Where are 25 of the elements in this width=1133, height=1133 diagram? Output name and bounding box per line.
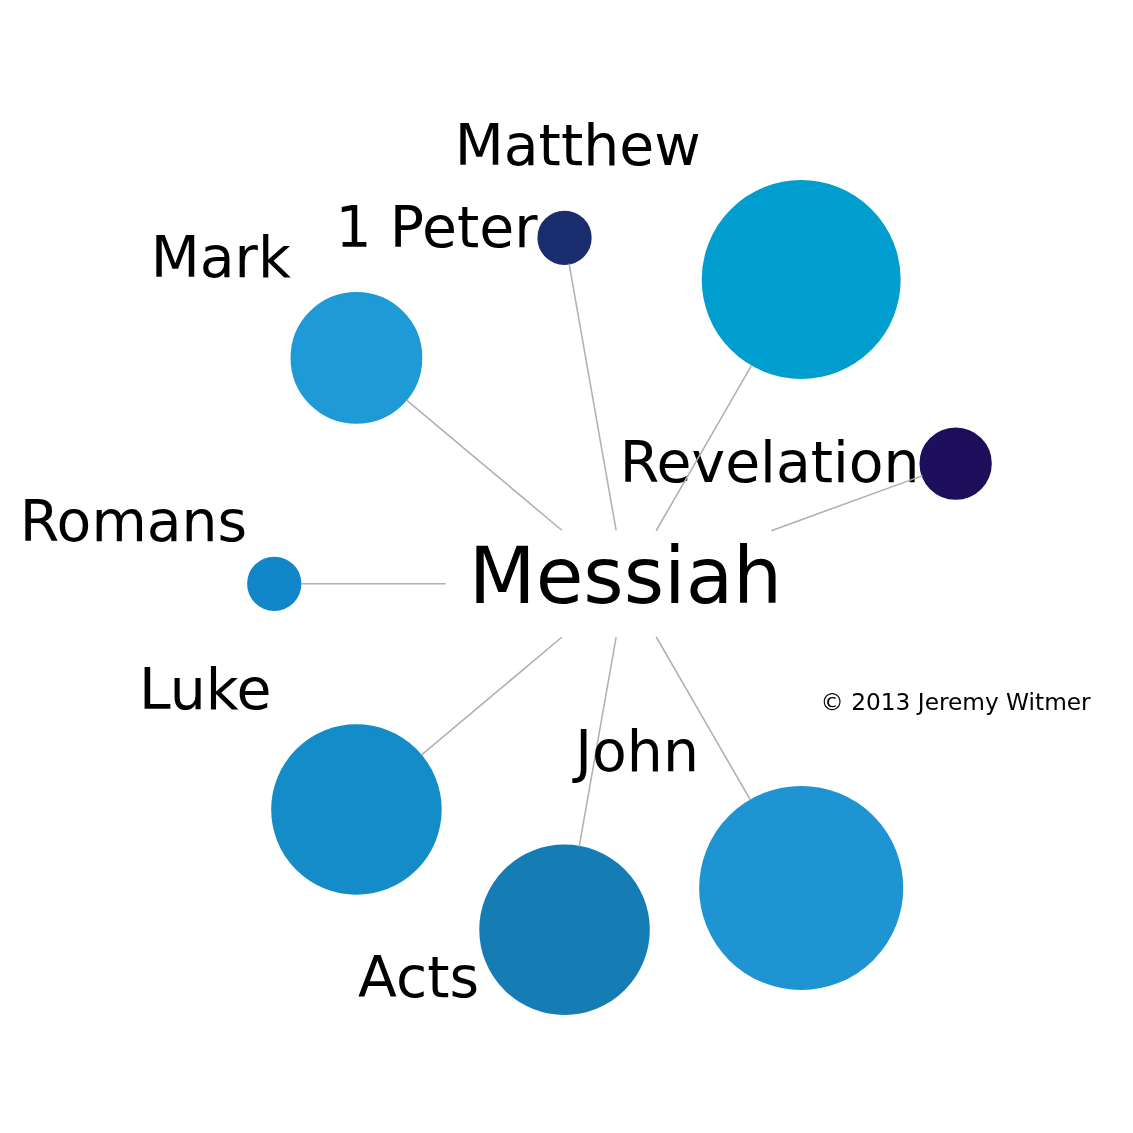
connector: [405, 399, 563, 531]
connector: [770, 474, 924, 532]
connector: [568, 262, 617, 532]
node-circle: [479, 844, 650, 1015]
node-circle: [701, 180, 901, 379]
node-label: Revelation: [619, 428, 920, 495]
node-circle: [699, 785, 904, 990]
node-label: Luke: [139, 656, 272, 723]
connector: [655, 364, 753, 532]
node-label: Mark: [150, 223, 291, 290]
node-circle: [919, 427, 992, 500]
connector: [300, 583, 447, 585]
node-circle: [290, 292, 423, 424]
connector: [655, 635, 752, 801]
node-label: Romans: [19, 488, 248, 555]
label: © 2013 Jeremy Witmer: [820, 687, 1091, 715]
node-circle: [537, 210, 592, 265]
node-label: Acts: [358, 944, 480, 1011]
node-circle: [271, 724, 442, 895]
node-label: Matthew: [454, 111, 701, 178]
connector: [578, 636, 617, 848]
node-text: Messiah: [468, 531, 783, 622]
node-label: 1 Peter: [335, 194, 538, 261]
node-circle: [247, 556, 302, 611]
connector: [420, 636, 563, 756]
